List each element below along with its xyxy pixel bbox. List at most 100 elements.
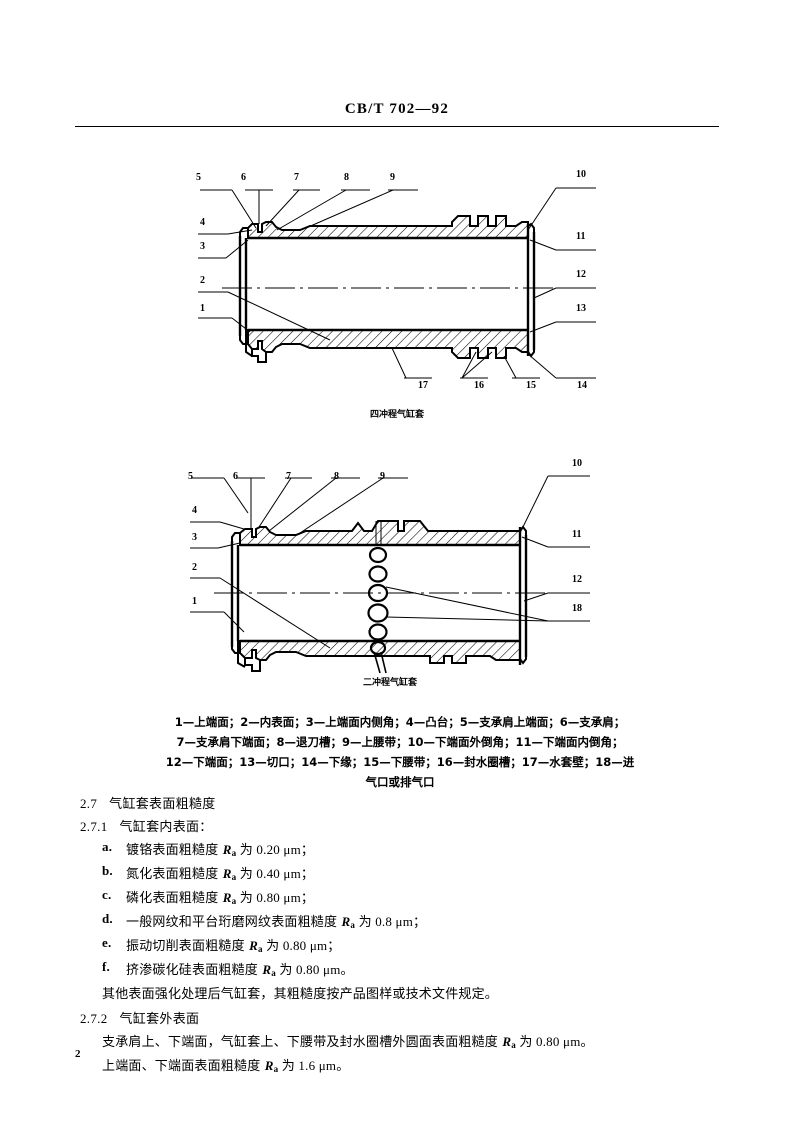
- paragraph-2-text: 上端面、下端面表面粗糙度: [102, 1059, 265, 1074]
- ra-subscript: a: [271, 968, 276, 978]
- ra-symbol: R: [249, 938, 259, 953]
- figure-caption-two-stroke: 二冲程气缸套: [362, 678, 417, 688]
- callout-17: 17: [418, 380, 428, 391]
- callout-3: 3: [192, 532, 197, 543]
- item-value: 为 0.80 μm；: [262, 938, 341, 953]
- ra-subscript: a: [273, 1064, 279, 1074]
- callout-18: 18: [572, 603, 582, 614]
- list-item: b. 氮化表面粗糙度 Ra 为 0.40 μm；: [80, 863, 720, 882]
- section-2-7-2-number: 2.7.2: [80, 1011, 108, 1026]
- list-item: f. 挤渗碳化硅表面粗糙度 Ra 为 0.80 μm。: [80, 959, 720, 978]
- ra-subscript: a: [231, 872, 237, 882]
- section-2-7-1: 2.7.1 气缸套内表面：: [80, 816, 720, 835]
- callout-11: 11: [572, 529, 582, 540]
- callout-16: 16: [474, 380, 484, 391]
- item-marker: d.: [102, 911, 113, 926]
- figure-caption-four-stroke: 四冲程气缸套: [369, 410, 424, 420]
- list-item: c. 磷化表面粗糙度 Ra 为 0.80 μm；: [80, 887, 720, 906]
- ra-subscript: a: [258, 944, 263, 954]
- section-2-7-2-paragraph-2: 上端面、下端面表面粗糙度 Ra 为 1.6 μm。: [80, 1055, 720, 1074]
- callout-3: 3: [200, 241, 205, 252]
- item-text: 振动切削表面粗糙度: [126, 939, 250, 954]
- item-marker: c.: [102, 887, 112, 902]
- item-value: 为 0.8 μm；: [355, 914, 427, 929]
- callout-5: 5: [196, 172, 201, 183]
- standard-code: CB/T 702—92: [344, 101, 450, 117]
- callout-11: 11: [576, 231, 586, 242]
- item-marker: e.: [102, 935, 112, 950]
- list-item: a. 镀铬表面粗糙度 Ra 为 0.20 μm；: [80, 839, 720, 858]
- section-2-7-title: 气缸套表面粗糙度: [109, 797, 216, 812]
- ra-symbol: R: [264, 1058, 274, 1073]
- callout-10: 10: [572, 458, 582, 469]
- ra-subscript: a: [350, 920, 356, 930]
- figure-two-stroke: 5 6 7 8 9 10 4 3 11 2 12 18 1 二冲程气缸套: [0, 455, 794, 705]
- callout-1: 1: [200, 303, 205, 314]
- header-rule: [75, 126, 719, 127]
- legend-line-4: 气口或排气口: [365, 775, 435, 789]
- ra-symbol: R: [222, 890, 232, 905]
- item-value: 为 0.80 μm；: [236, 890, 315, 905]
- item-text: 一般网纹和平台珩磨网纹表面粗糙度: [126, 915, 342, 930]
- item-text: 氮化表面粗糙度: [126, 867, 223, 882]
- ra-symbol: R: [222, 842, 232, 857]
- list-item: e. 振动切削表面粗糙度 Ra 为 0.80 μm；: [80, 935, 720, 954]
- page-header: CB/T 702—92: [75, 100, 719, 118]
- legend-line-3: 12—下端面；13—切口；14—下缘；15—下腰带；16—封水圈槽；17—水套壁…: [165, 755, 635, 769]
- callout-12: 12: [576, 269, 586, 280]
- paragraph-1-value: 为 0.80 μm。: [515, 1034, 594, 1049]
- callout-10: 10: [576, 169, 586, 180]
- section-2-7-1-note: 其他表面强化处理后气缸套，其粗糙度按产品图样或技术文件规定。: [102, 987, 499, 1002]
- section-2-7-2-title: 气缸套外表面: [119, 1012, 200, 1027]
- item-marker: b.: [102, 863, 113, 878]
- callout-4: 4: [200, 217, 205, 228]
- item-value: 为 0.20 μm；: [236, 842, 315, 857]
- callout-2: 2: [192, 562, 197, 573]
- legend-line-2: 7—支承肩下端面；8—退刀槽；9—上腰带；10—下端面外倒角；11—下端面内倒角…: [176, 735, 624, 749]
- callout-6: 6: [241, 172, 246, 183]
- ra-symbol: R: [341, 914, 351, 929]
- ra-symbol: R: [262, 962, 272, 977]
- figure-legend: 1—上端面；2—内表面；3—上端面内侧角；4—凸台；5—支承肩上端面；6—支承肩…: [120, 712, 680, 792]
- callout-7: 7: [286, 471, 291, 482]
- item-text: 磷化表面粗糙度: [126, 891, 223, 906]
- item-marker: f.: [102, 959, 110, 974]
- ra-subscript: a: [511, 1040, 516, 1050]
- roughness-item-list: a. 镀铬表面粗糙度 Ra 为 0.20 μm； b. 氮化表面粗糙度 Ra 为 0…: [80, 839, 720, 978]
- callout-1: 1: [192, 596, 197, 607]
- ra-subscript: a: [231, 848, 237, 858]
- callout-12: 12: [572, 574, 582, 585]
- callout-6: 6: [233, 471, 238, 482]
- figure-four-stroke-drawing: [198, 187, 596, 379]
- section-2-7-1-title: 气缸套内表面：: [119, 820, 213, 835]
- section-2-7-2: 2.7.2 气缸套外表面: [80, 1008, 720, 1027]
- page-number: 2: [75, 1048, 81, 1060]
- callout-15: 15: [526, 380, 536, 391]
- callout-4: 4: [192, 505, 197, 516]
- ra-symbol: R: [222, 866, 232, 881]
- callout-9: 9: [380, 471, 385, 482]
- list-item: d. 一般网纹和平台珩磨网纹表面粗糙度 Ra 为 0.8 μm；: [80, 911, 720, 930]
- item-text: 镀铬表面粗糙度: [126, 843, 223, 858]
- section-2-7-1-number: 2.7.1: [80, 819, 108, 834]
- item-marker: a.: [102, 839, 113, 854]
- item-text: 挤渗碳化硅表面粗糙度: [126, 963, 263, 978]
- callout-7: 7: [294, 172, 299, 183]
- callout-13: 13: [576, 303, 586, 314]
- callout-5: 5: [188, 471, 193, 482]
- callout-14: 14: [577, 380, 587, 391]
- figure-two-stroke-drawing: [190, 475, 590, 674]
- paragraph-1-text: 支承肩上、下端面，气缸套上、下腰带及封水圈槽外圆面表面粗糙度: [102, 1035, 503, 1050]
- callout-9: 9: [390, 172, 395, 183]
- item-value: 为 0.80 μm。: [275, 962, 354, 977]
- legend-line-1: 1—上端面；2—内表面；3—上端面内侧角；4—凸台；5—支承肩上端面；6—支承肩…: [174, 715, 626, 729]
- ra-symbol: R: [502, 1034, 512, 1049]
- callout-2: 2: [200, 275, 205, 286]
- section-2-7-2-paragraph-1: 支承肩上、下端面，气缸套上、下腰带及封水圈槽外圆面表面粗糙度 Ra 为 0.80…: [80, 1031, 720, 1050]
- paragraph-2-value: 为 1.6 μm。: [278, 1058, 350, 1073]
- item-value: 为 0.40 μm；: [236, 866, 315, 881]
- ra-subscript: a: [231, 896, 237, 906]
